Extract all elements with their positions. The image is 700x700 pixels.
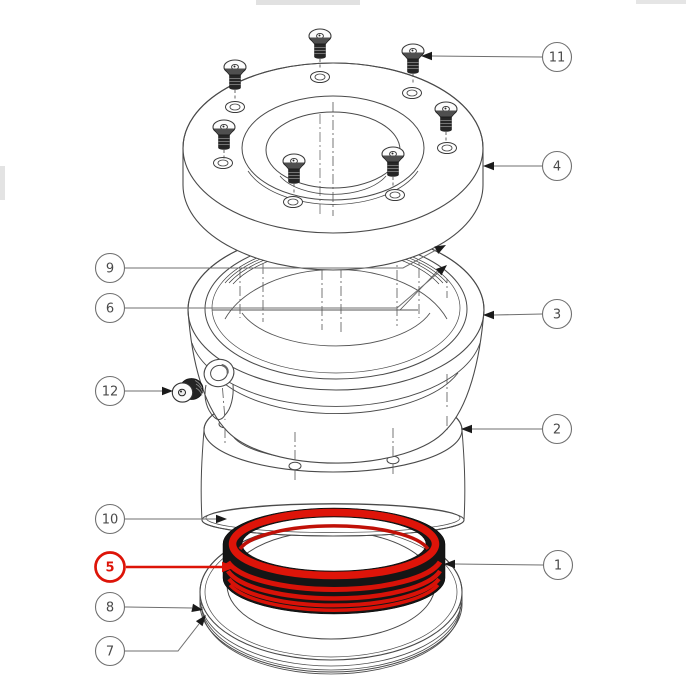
callout-12[interactable]: 12 [94,375,174,407]
balloon-8[interactable] [94,591,126,623]
balloon-label-11: 11 [549,51,566,66]
balloon-label-1: 1 [554,559,562,574]
balloon-5[interactable] [94,551,126,583]
callout-3[interactable]: 3 [483,298,573,330]
leader-arrow-12 [162,386,173,396]
callout-1[interactable]: 1 [444,549,574,581]
leader-line-6 [125,271,440,309]
balloon-11[interactable] [541,41,573,73]
balloon-label-6: 6 [106,302,114,317]
balloon-label-4: 4 [553,160,561,175]
balloon-7[interactable] [94,635,126,667]
balloon-label-3: 3 [553,308,561,323]
flange-rim-groove-8 [199,597,463,667]
flange-rim-groove-7 [200,602,462,671]
part-plug-boss [203,358,235,420]
leader-arrow-8 [191,603,203,613]
balloon-label-5: 5 [105,561,114,576]
balloon-label-12: 12 [102,385,119,400]
leader-arrow-1 [444,559,455,569]
balloon-6[interactable] [94,292,126,324]
balloon-10[interactable] [94,503,126,535]
balloon-label-10: 10 [102,513,119,528]
part-drain-plug-12 [171,378,204,403]
callout-5[interactable]: 5 [94,551,237,583]
leader-line-8 [124,606,193,609]
callout-7[interactable]: 7 [94,615,207,667]
callout-8[interactable]: 8 [94,591,204,623]
balloon-1[interactable] [542,549,574,581]
balloon-label-9: 9 [106,262,114,277]
callout-4[interactable]: 4 [483,150,573,182]
balloon-12[interactable] [94,375,126,407]
leader-arrow-9 [434,245,446,254]
leader-arrow-2 [461,424,472,434]
leader-arrow-7 [195,615,206,627]
leader-arrow-5 [222,561,236,573]
callout-10[interactable]: 10 [94,503,228,535]
balloon-4[interactable] [541,150,573,182]
scan-artifacts [0,0,686,200]
leader-line-7 [125,623,200,652]
balloon-label-7: 7 [106,645,114,660]
leader-arrow-4 [483,161,494,171]
exploded-centerlines [222,374,448,483]
leader-line-1 [454,563,544,566]
leader-line-3 [493,313,543,316]
balloon-label-2: 2 [553,423,561,438]
leader-arrow-11 [421,51,432,61]
leader-line-11 [431,55,543,58]
balloon-3[interactable] [541,298,573,330]
leader-arrow-10 [216,514,227,524]
callout-9[interactable]: 9 [94,245,447,284]
callout-6[interactable]: 6 [94,265,448,324]
balloon-2[interactable] [541,413,573,445]
bolt-hole [288,461,302,471]
callout-layer: 11 4 9 6 3 12 2 10 5 1 8 7 [94,41,574,667]
part-vring-seal-5 [222,507,446,615]
callout-2[interactable]: 2 [461,413,573,445]
leader-arrow-6 [435,265,447,276]
leader-arrow-3 [483,310,494,320]
leader-line-9 [125,249,437,269]
balloon-label-8: 8 [106,601,114,616]
balloon-9[interactable] [94,252,126,284]
seal-top-ring-10 [228,508,440,580]
part-top-flange-4 [182,62,484,271]
callout-11[interactable]: 11 [421,41,573,73]
